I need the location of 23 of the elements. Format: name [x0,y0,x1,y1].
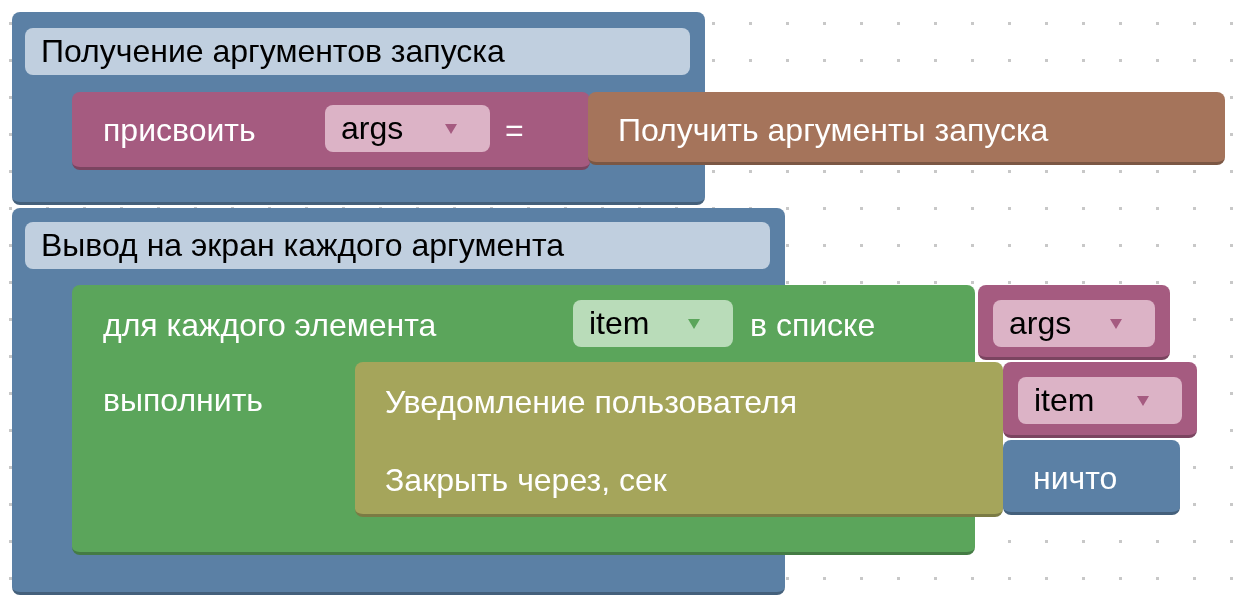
variable-block [1003,362,1197,438]
block-label: присвоить [103,111,256,150]
comment-header: Вывод на экран каждого аргумента [25,222,770,269]
variable-block [978,285,1170,360]
value-block [588,92,1225,165]
variable-name: args [341,110,404,146]
variable-name: item [589,305,650,341]
notification-block [355,362,1003,517]
comment-header: Получение аргументов запуска [25,28,690,75]
block-label: в списке [750,306,876,345]
variable-name: args [1009,305,1072,341]
block-label: выполнить [103,381,263,420]
block-label: Получить аргументы запуска [618,111,1049,150]
variable-dropdown [325,105,490,152]
assign-block [72,92,590,170]
value-block [1003,440,1180,515]
variable-dropdown [573,300,733,347]
variable-name: item [1034,382,1095,418]
block-label: ничто [1033,459,1118,498]
block-label: Уведомление пользователя [385,383,798,422]
block-label: для каждого элемента [103,306,437,345]
block-label: Закрыть через, сек [385,461,667,500]
block-label: = [505,111,524,150]
